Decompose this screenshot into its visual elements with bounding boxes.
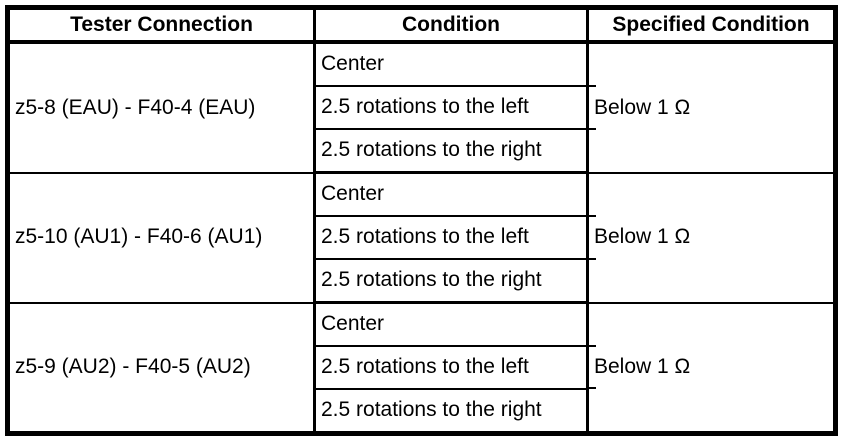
specified-condition-cell: Below 1 Ω [586, 171, 837, 304]
tester-connection-spec-table: Tester Connection Condition Specified Co… [5, 5, 838, 436]
table-row: 2.5 rotations to the left [8, 85, 836, 130]
table-row: 2.5 rotations to the right [8, 128, 836, 174]
condition-cell: Center [313, 171, 589, 217]
table-row: 2.5 rotations to the left [8, 215, 836, 260]
header-specified-condition: Specified Condition [586, 6, 837, 44]
connection-cell-au1: z5-10 (AU1) - F40-6 (AU1) [6, 171, 316, 304]
table-row: z5-9 (AU2) - F40-5 (AU2) Center Below 1 … [6, 301, 837, 435]
table-row: 2.5 rotations to the right [8, 388, 836, 435]
condition-cell: 2.5 rotations to the left [313, 215, 589, 260]
condition-cell: 2.5 rotations to the right [313, 388, 589, 435]
header-condition: Condition [313, 6, 589, 44]
header-tester-connection: Tester Connection [6, 6, 316, 44]
condition-cell: 2.5 rotations to the right [313, 258, 589, 304]
table-row: 2.5 rotations to the right [8, 258, 836, 304]
connection-cell-eau: z5-8 (EAU) - F40-4 (EAU) [6, 41, 316, 174]
condition-cell: 2.5 rotations to the right [313, 128, 589, 174]
condition-cell: 2.5 rotations to the left [313, 345, 589, 390]
condition-cell: Center [313, 301, 589, 347]
header-row: Tester Connection Condition Specified Co… [6, 6, 837, 44]
specified-condition-cell: Below 1 Ω [586, 301, 837, 435]
table-row: 2.5 rotations to the left [8, 345, 836, 390]
condition-cell: Center [313, 41, 589, 87]
table-row: z5-10 (AU1) - F40-6 (AU1) Center Below 1… [6, 171, 837, 304]
specified-condition-cell: Below 1 Ω [586, 41, 837, 174]
connection-cell-au2: z5-9 (AU2) - F40-5 (AU2) [6, 301, 316, 435]
table-row: z5-8 (EAU) - F40-4 (EAU) Center Below 1 … [6, 41, 837, 174]
condition-cell: 2.5 rotations to the left [313, 85, 589, 130]
